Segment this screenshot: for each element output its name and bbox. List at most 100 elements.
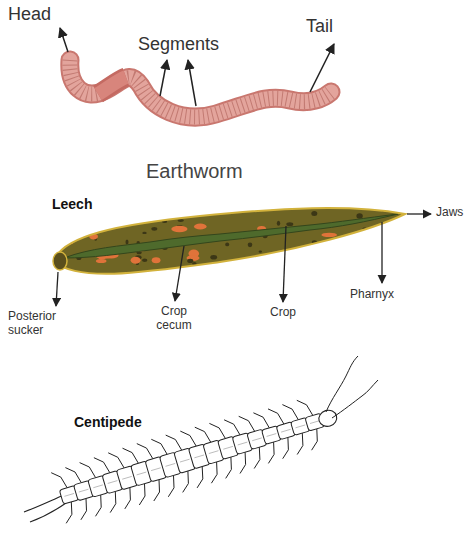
centipede-segment-mark: [122, 476, 132, 479]
centipede-leg: [297, 433, 303, 454]
centipede-antenna: [332, 380, 378, 418]
centipede-segment-mark: [281, 429, 291, 432]
leech-orange-spot: [386, 259, 396, 264]
leech-dark-spot: [214, 265, 219, 269]
leech-orange-spot: [203, 206, 217, 213]
leech-dark-spot: [328, 254, 333, 257]
centipede-leg: [168, 476, 174, 497]
centipede-leg: [224, 420, 240, 435]
centipede-segment-mark: [238, 442, 248, 445]
leech-dark-spot: [286, 222, 293, 226]
centipede-leg: [65, 468, 81, 483]
centipede-segment-mark: [223, 446, 233, 449]
leech-dark-spot: [187, 259, 193, 263]
leech-dark-spot: [259, 250, 262, 252]
leech-orange-spot: [194, 224, 207, 230]
leech-figure: [53, 201, 431, 306]
leech-dark-spot: [300, 203, 303, 206]
part-label: Head: [8, 4, 51, 25]
centipede-head: [317, 408, 339, 428]
centipede-leg: [66, 502, 72, 523]
centipede-leg: [297, 400, 313, 415]
centipede-leg: [268, 442, 274, 463]
part-label: Tail: [306, 16, 333, 37]
centipede-leg: [166, 435, 182, 450]
centipede-tail-leg: [24, 495, 64, 512]
leech-dark-spot: [85, 212, 92, 217]
centipede-leg: [96, 495, 102, 516]
leech-orange-spot: [342, 256, 359, 260]
leech-dark-spot: [153, 202, 159, 205]
centipede-leg: [154, 480, 160, 501]
centipede-leg: [81, 499, 87, 520]
earthworm-figure: [60, 28, 334, 117]
leader-arrow: [310, 44, 334, 92]
leech-orange-spot: [297, 271, 308, 276]
centipede-leg: [183, 471, 189, 492]
centipede-tail-leg: [30, 503, 66, 522]
centipede-segment-mark: [296, 425, 306, 428]
leech-dark-spot: [247, 204, 251, 207]
leader-arrow: [160, 60, 167, 96]
leech-dark-spot: [383, 260, 386, 263]
leader-arrow: [283, 226, 286, 302]
leech-dark-spot: [178, 219, 184, 222]
centipede-leg: [110, 491, 116, 512]
leech-orange-spot: [110, 201, 119, 207]
centipede-leg: [254, 447, 260, 468]
leech-dark-spot: [397, 250, 403, 253]
centipede-segment-mark: [151, 468, 161, 471]
leech-dark-spot: [356, 213, 362, 218]
leader-arrow: [56, 272, 58, 306]
leader-arrow: [60, 28, 68, 52]
centipede-leg: [108, 453, 124, 468]
leech-dark-spot: [86, 223, 92, 228]
centipede-segment-mark: [64, 493, 74, 496]
centipede-leg: [94, 458, 110, 473]
leech-orange-spot: [96, 259, 107, 263]
clitellum-fill: [98, 77, 126, 94]
centipede-segment-mark: [180, 459, 190, 462]
leader-arrow: [188, 60, 196, 106]
leech-orange-spot: [384, 267, 399, 274]
centipede-leg: [209, 423, 225, 438]
centipede-leg: [240, 452, 246, 473]
leader-arrow: [381, 222, 382, 283]
leech-orange-spot: [171, 226, 187, 232]
centipede-leg: [253, 413, 269, 428]
leech-dark-spot: [226, 206, 231, 209]
leader-arrow: [175, 246, 184, 301]
leech-orange-spot: [321, 233, 337, 237]
leech-dark-spot: [126, 239, 129, 244]
leech-dark-spot: [151, 227, 157, 231]
centipede-leg: [312, 429, 318, 450]
centipede-segment-mark: [252, 438, 262, 441]
centipede-leg: [180, 431, 196, 446]
centipede-leg: [195, 427, 211, 442]
part-label: Crop cecum: [150, 305, 198, 333]
part-label: Crop: [270, 306, 296, 320]
centipede-segment-mark: [166, 463, 176, 466]
centipede-leg: [226, 457, 232, 478]
leech-dark-spot: [311, 211, 317, 216]
leech-dark-spot: [360, 254, 364, 258]
leech-orange-spot: [110, 205, 128, 209]
leech-orange-spot: [371, 234, 383, 238]
leech-body: [54, 208, 405, 274]
leech-dark-spot: [187, 209, 191, 211]
centipede-segment-mark: [194, 455, 204, 458]
centipede-segment-mark: [209, 451, 219, 454]
centipede-leg: [137, 444, 153, 459]
leech-dark-spot: [394, 246, 398, 251]
worm-segments: [70, 60, 331, 117]
leech-pattern: [54, 201, 406, 276]
centipede-leg: [139, 484, 145, 505]
leech-orange-spot: [54, 228, 66, 232]
leech-dark-spot: [385, 226, 390, 230]
centipede-leg: [211, 462, 217, 483]
centipede-segment-mark: [137, 472, 147, 475]
leech-orange-spot: [152, 257, 161, 263]
centipede-leg: [282, 405, 298, 420]
leech-orange-spot: [131, 257, 141, 264]
